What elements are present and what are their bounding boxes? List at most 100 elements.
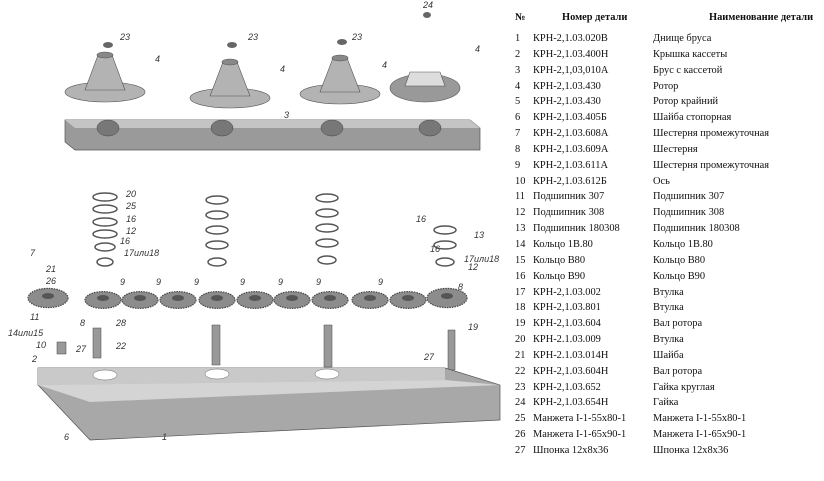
row-part-no: КРН-2,1,03,010А: [533, 64, 609, 76]
table-row: 6 КРН-2,1.03.405Б Шайба стопорная: [512, 110, 824, 126]
rotors: [64, 51, 461, 109]
callout-label: 16: [416, 214, 426, 224]
table-row: 2 КРН-2,1.03.400Н Крышка кассеты: [512, 47, 824, 63]
row-part-no: КРН-2,1.03.020В: [533, 33, 608, 44]
callout-label: 13: [474, 230, 484, 240]
row-name: Крышка кассеты: [653, 48, 728, 60]
row-part-no: КРН-2,1.03.430: [533, 80, 601, 92]
row-name: Шпонка 12х8х36: [653, 444, 729, 456]
row-name: Подшипник 180308: [653, 223, 740, 235]
callout-label: 9: [194, 277, 199, 287]
row-part-no: Подшипник 180308: [533, 223, 620, 235]
header-num: №: [515, 12, 526, 23]
row-part-no: КРН-2,1.03.002: [533, 286, 601, 298]
gear-hub: [364, 295, 376, 301]
callout-label: 9: [120, 277, 125, 287]
row-num: 9: [515, 159, 521, 171]
row-num: 6: [515, 112, 521, 124]
callout-label: 2: [31, 354, 37, 364]
callout-label: 12: [126, 226, 136, 236]
row-name: Кольцо В80: [653, 254, 706, 266]
row-name: Шайба стопорная: [653, 112, 732, 124]
gear-hub: [42, 293, 54, 299]
row-num: 25: [515, 413, 526, 425]
callout-label: 3: [284, 110, 289, 120]
row-num: 15: [515, 254, 526, 266]
row-part-no: Кольцо 1В.80: [533, 238, 593, 250]
callout-label: 8: [80, 318, 85, 328]
row-part-no: КРН-2,1.03.612Б: [533, 175, 607, 187]
callout-label: 16: [120, 236, 130, 246]
row-part-no: КРН-2.1.03.014Н: [533, 349, 609, 361]
row-num: 10: [515, 175, 526, 187]
row-name: Кольцо 1В.80: [653, 238, 713, 250]
callout-label: 20: [125, 189, 136, 199]
row-num: 12: [515, 207, 526, 219]
callout-label: 4: [155, 54, 160, 64]
row-part-no: Подшипник 307: [533, 191, 605, 203]
callout-label: 1: [162, 432, 167, 442]
gear-hub: [172, 295, 184, 301]
row-name: Ротор: [653, 80, 679, 92]
table-row: 12 Подшипник 308 Подшипник 308: [512, 205, 824, 221]
callout-label: 24: [422, 0, 433, 10]
row-part-no: КРН-2,1.03.405Б: [533, 112, 607, 124]
table-row: 15 Кольцо В80 Кольцо В80: [512, 253, 824, 269]
gear-hub: [324, 295, 336, 301]
table-header: № Номер детали Наименование детали: [512, 10, 824, 26]
row-num: 3: [515, 64, 521, 76]
row-part-no: КРН-2,1.03.604: [533, 318, 601, 330]
row-name: Подшипник 308: [653, 207, 725, 219]
callout-label: 11: [30, 312, 39, 322]
callout-label: 9: [240, 277, 245, 287]
row-name: Втулка: [653, 302, 684, 314]
gear-hub: [134, 295, 146, 301]
callout-label: 9: [378, 277, 383, 287]
row-name: Ротор крайний: [653, 96, 719, 108]
row-part-no: КРН-2,1.03.430: [533, 96, 601, 108]
row-name: Втулка: [653, 334, 684, 346]
row-part-no: КРН-2,1.03.608А: [533, 128, 609, 140]
row-num: 22: [515, 365, 526, 377]
row-num: 21: [515, 349, 526, 361]
row-num: 7: [515, 128, 521, 140]
row-num: 11: [515, 191, 526, 203]
row-part-no: КРН-2,1.03.400Н: [533, 48, 609, 60]
callout-label: 9: [316, 277, 321, 287]
callout-label: 4: [280, 64, 285, 74]
callout-label: 6: [64, 432, 69, 442]
row-num: 13: [515, 223, 526, 235]
row-num: 2: [515, 48, 521, 60]
row-part-no: Подшипник 308: [533, 207, 605, 219]
row-name: Кольцо В90: [653, 270, 706, 282]
row-num: 4: [515, 80, 521, 92]
row-part-no: Кольцо В90: [533, 270, 586, 282]
row-part-no: КРН-2,1.03.801: [533, 302, 601, 314]
callout-label: 19: [468, 322, 478, 332]
row-part-no: Кольцо В80: [533, 254, 586, 266]
callout-label: 28: [115, 318, 126, 328]
row-num: 23: [515, 381, 526, 393]
row-part-no: КРН-2,1.03.652: [533, 381, 601, 393]
row-num: 1: [515, 33, 521, 44]
row-name: Брус с кассетой: [653, 64, 723, 76]
table-row: 4 КРН-2,1.03.430 Ротор: [512, 79, 824, 95]
callout-label: 26: [45, 276, 56, 286]
row-name: Шестерня промежуточная: [653, 128, 770, 140]
row-num: 8: [515, 143, 521, 155]
